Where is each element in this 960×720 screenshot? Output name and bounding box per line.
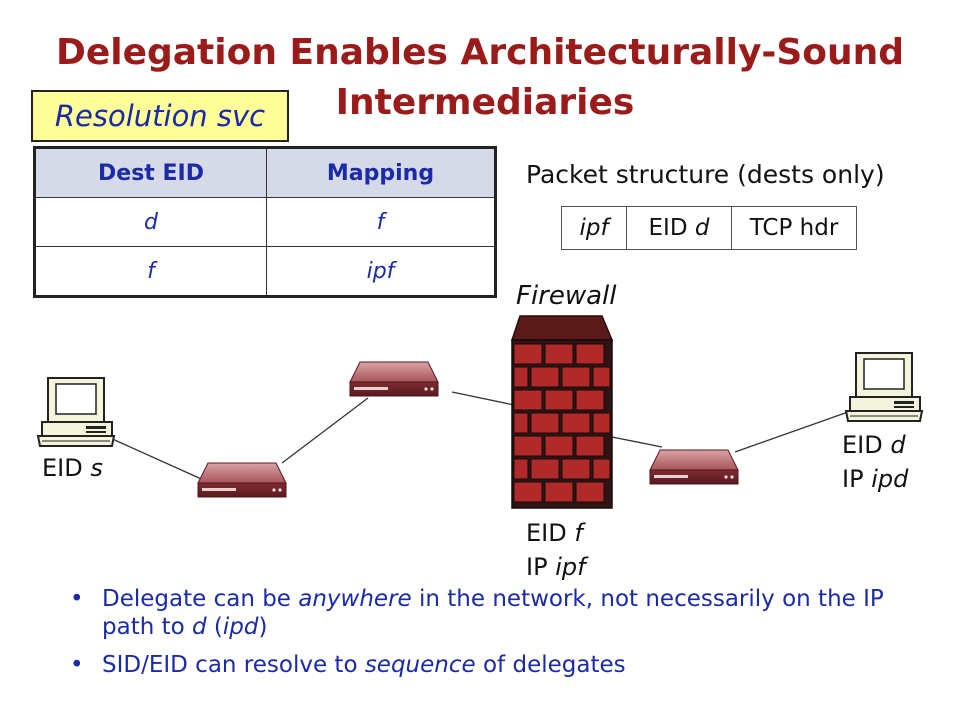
firewall-brick — [513, 481, 543, 503]
bullet-item: • SID/EID can resolve to sequence of dele… — [70, 651, 910, 679]
firewall-brick — [513, 458, 529, 480]
resolution-service-label: Resolution svc — [31, 90, 289, 142]
bullet-list: • Delegate can be anywhere in the network… — [70, 585, 910, 689]
firewall-brick — [530, 366, 560, 388]
firewall-brick — [575, 343, 605, 365]
packet-field-tcp: TCP hdr — [731, 207, 856, 249]
firewall-brick — [561, 458, 591, 480]
table-header-row: Dest EID Mapping — [34, 147, 496, 198]
table-row: f ipf — [34, 246, 496, 297]
cell-mapping: f — [266, 197, 496, 247]
firewall-brick — [592, 366, 611, 388]
firewall-brick — [561, 366, 591, 388]
firewall-brick — [592, 458, 611, 480]
bullet-emphasis: anywhere — [298, 586, 412, 612]
bullet-dot-icon: • — [70, 652, 84, 678]
dest-label: EID d IP ipd — [842, 428, 908, 496]
bullet-emphasis: d — [192, 614, 207, 640]
bullet-text: SID/EID can resolve to — [102, 652, 365, 678]
firewall-brick — [575, 481, 605, 503]
firewall-eid: EID f — [526, 516, 586, 550]
router-icon — [197, 462, 287, 498]
bullet-text: ( — [206, 614, 223, 640]
packet-structure: ipf EID d TCP hdr — [561, 206, 857, 250]
firewall-ip-var: ipf — [555, 553, 586, 581]
firewall-brick — [544, 343, 574, 365]
firewall-brick — [530, 412, 560, 434]
packet-structure-title: Packet structure (dests only) — [526, 160, 885, 189]
router-icon — [649, 449, 739, 485]
bullet-text: in the network, not necessarily on the I… — [102, 586, 884, 640]
firewall-brick — [513, 389, 543, 411]
packet-field-eid: EID d — [626, 207, 731, 249]
firewall-brick — [592, 412, 611, 434]
firewall-ip-prefix: IP — [526, 553, 556, 581]
bullet-dot-icon: • — [70, 586, 84, 612]
packet-field-eid-prefix: EID — [648, 215, 695, 241]
source-eid-prefix: EID — [42, 454, 91, 482]
bullet-emphasis: ipd — [222, 614, 259, 640]
firewall-brick — [561, 412, 591, 434]
firewall-brick — [530, 458, 560, 480]
router-icon — [349, 361, 439, 397]
dest-ip-prefix: IP — [842, 465, 872, 493]
firewall-eid-prefix: EID — [526, 519, 575, 547]
cell-dest-eid: f — [34, 246, 267, 297]
firewall-brick — [575, 435, 605, 457]
computer-icon — [845, 352, 923, 422]
link-router1-router2 — [281, 397, 369, 464]
link-router3-dest — [734, 411, 849, 453]
firewall-brick — [544, 389, 574, 411]
dest-eid-prefix: EID — [842, 431, 891, 459]
firewall-label: Firewall — [516, 281, 617, 311]
link-router2-firewall — [451, 391, 515, 406]
firewall-node-label: EID f IP ipf — [526, 516, 586, 584]
bullet-text: ) — [258, 614, 268, 640]
cell-mapping: ipf — [266, 246, 496, 297]
title-line-1: Delegation Enables Architecturally-Sound — [55, 32, 905, 73]
packet-field-eid-var: d — [694, 215, 710, 241]
bullet-item: • Delegate can be anywhere in the network… — [70, 585, 910, 641]
firewall-brick — [575, 389, 605, 411]
firewall-eid-var: f — [574, 519, 583, 547]
header-dest-eid: Dest EID — [34, 147, 267, 198]
dest-ip: IP ipd — [842, 462, 908, 496]
firewall-brick — [513, 412, 529, 434]
firewall-brick — [513, 366, 529, 388]
bullet-emphasis: sequence — [364, 652, 476, 678]
firewall-brick — [544, 435, 574, 457]
title-line-2: Intermediaries — [335, 82, 635, 123]
source-eid-var: s — [90, 454, 103, 482]
table-row: d f — [34, 197, 496, 247]
packet-field-ip: ipf — [579, 215, 609, 241]
resolution-table: Dest EID Mapping d f f ipf — [33, 146, 497, 298]
firewall-brick — [513, 343, 543, 365]
dest-eid: EID d — [842, 428, 908, 462]
firewall-icon — [510, 315, 614, 509]
source-label: EID s — [42, 451, 103, 485]
dest-ip-var: ipd — [871, 465, 909, 493]
firewall-brick — [544, 481, 574, 503]
link-source-router1 — [107, 436, 209, 483]
slide-title: Delegation Enables Architecturally-Sound… — [0, 28, 960, 128]
dest-eid-var: d — [890, 431, 906, 459]
bullet-text: of delegates — [475, 652, 626, 678]
link-firewall-router3 — [611, 436, 663, 448]
bullet-text: Delegate can be — [102, 586, 299, 612]
computer-icon — [37, 377, 115, 447]
firewall-brick — [513, 435, 543, 457]
firewall-ip: IP ipf — [526, 550, 586, 584]
